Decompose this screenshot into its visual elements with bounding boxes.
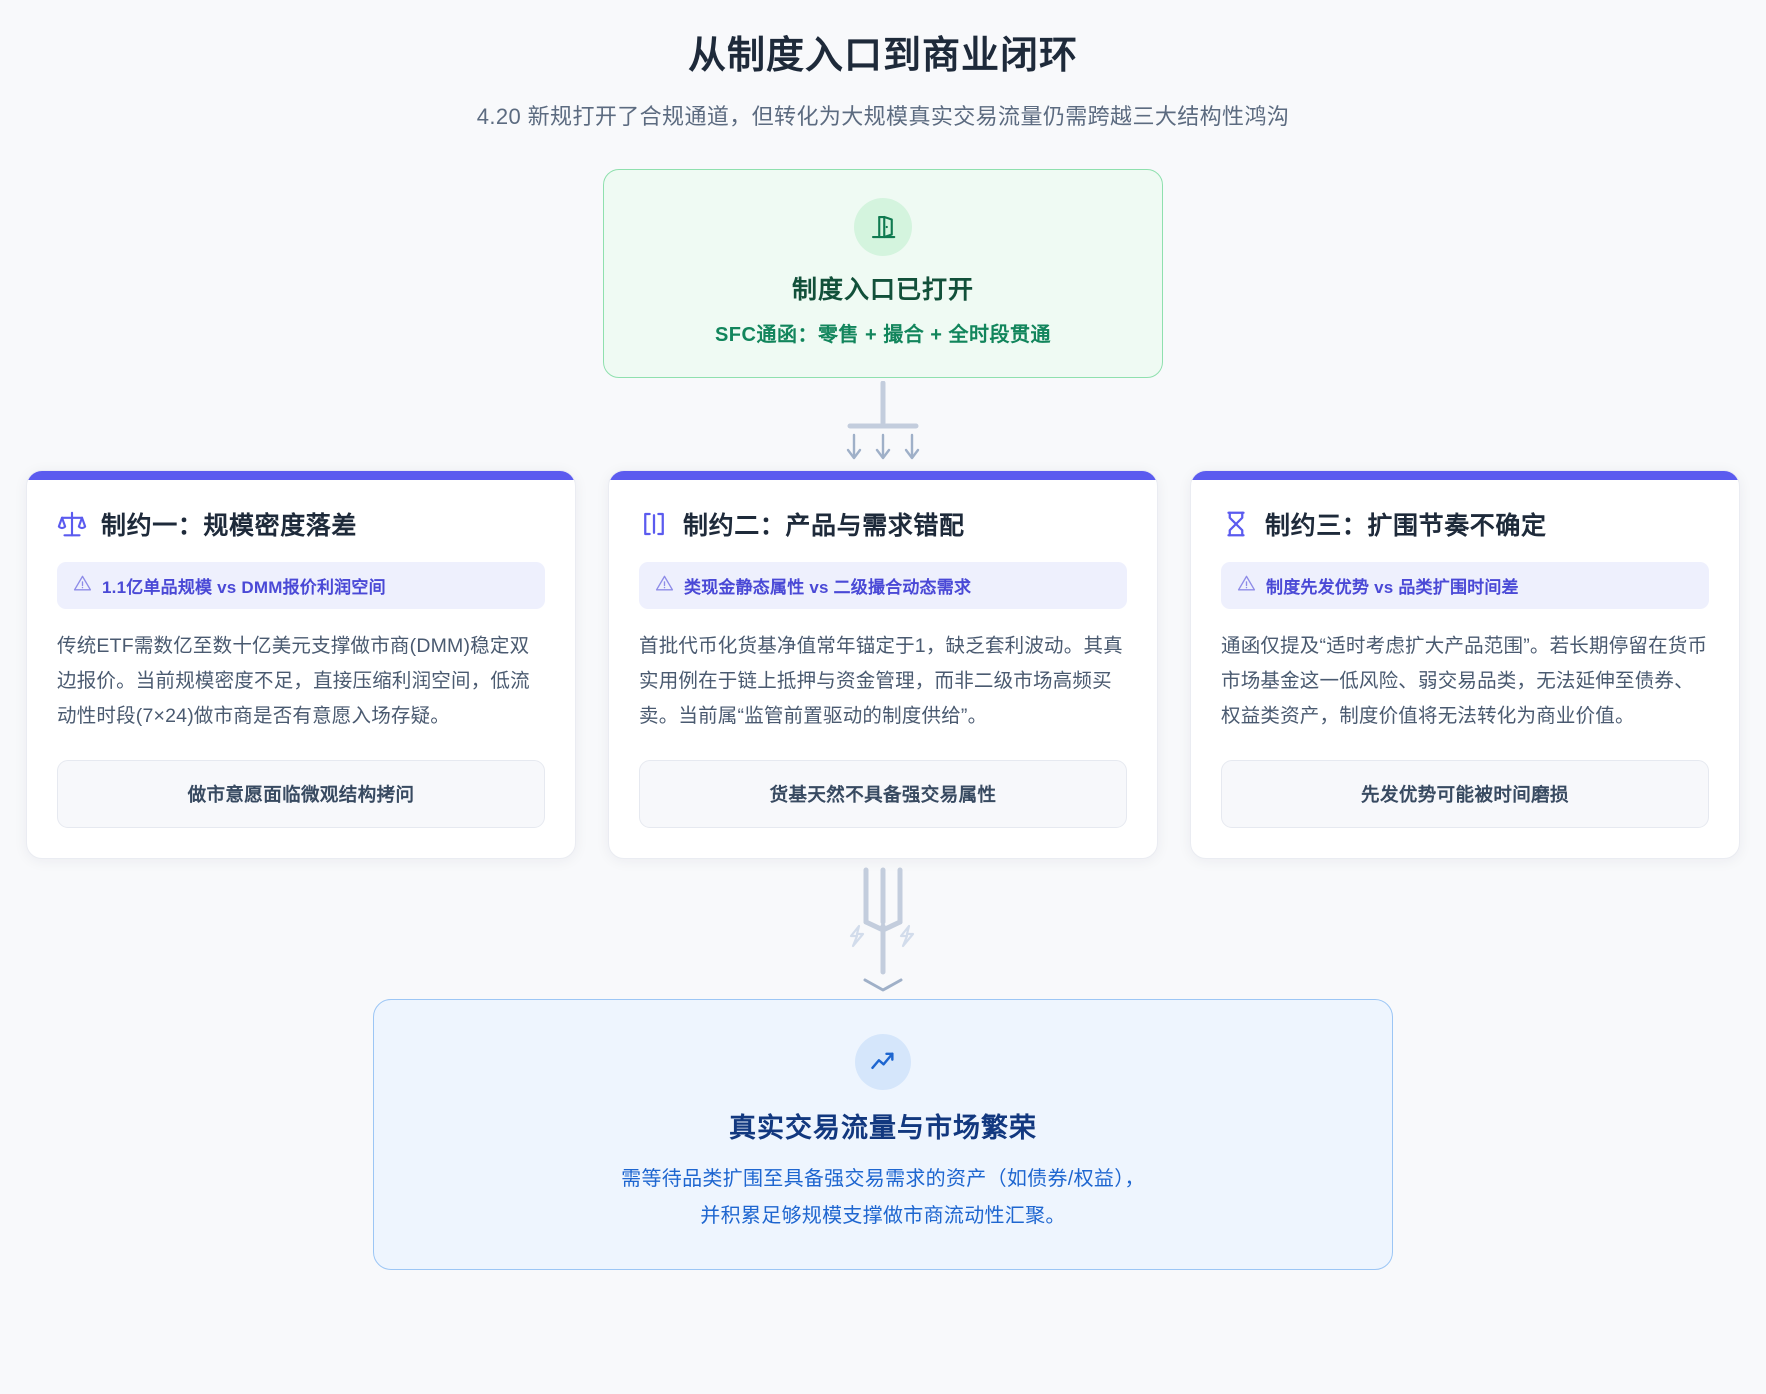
trend-up-arrow-icon [855, 1033, 911, 1090]
open-door-icon [854, 198, 912, 257]
card-badge-label: 制度先发优势 vs 品类扩围时间差 [1266, 578, 1519, 598]
entry-card: 制度入口已打开 SFC通函：零售 + 撮合 + 全时段贯通 [603, 169, 1163, 379]
warning-triangle-icon [73, 574, 92, 598]
card-header: 制约二：产品与需求错配 [639, 506, 1127, 542]
outcome-card: 真实交易流量与市场繁荣 需等待品类扩围至具备强交易需求的资产（如债券/权益）， … [373, 998, 1393, 1270]
card-header: 制约三：扩围节奏不确定 [1221, 506, 1709, 542]
three-lines-merge-down-arrow-icon [849, 867, 915, 991]
page-subtitle: 4.20 新规打开了合规通道，但转化为大规模真实交易流量仍需跨越三大结构性鸿沟 [476, 104, 1290, 130]
card-badge: 类现金静态属性 vs 二级撮合动态需求 [639, 562, 1127, 610]
card-footer-note: 货基天然不具备强交易属性 [639, 759, 1127, 828]
constraint-card-2[interactable]: 制约二：产品与需求错配 类现金静态属性 vs 二级撮合动态需求 首批代币化货基净… [608, 470, 1158, 859]
card-footer-note: 先发优势可能被时间磨损 [1221, 759, 1709, 828]
outcome-title: 真实交易流量与市场繁荣 [729, 1112, 1037, 1143]
warning-triangle-icon [1237, 574, 1256, 598]
connector-top [26, 378, 1740, 470]
card-accent-bar [609, 471, 1157, 481]
card-badge: 制度先发优势 vs 品类扩围时间差 [1221, 562, 1709, 610]
connector-bottom [26, 859, 1740, 999]
card-accent-bar [27, 471, 575, 481]
scales-balance-icon [57, 509, 87, 539]
card-badge-label: 类现金静态属性 vs 二级撮合动态需求 [684, 578, 972, 598]
code-brackets-icon [639, 509, 669, 539]
warning-triangle-icon [655, 574, 674, 598]
constraints-row: 制约一：规模密度落差 1.1亿单品规模 vs DMM报价利润空间 传统ETF需数… [26, 470, 1740, 859]
outcome-card-wrapper: 真实交易流量与市场繁荣 需等待品类扩围至具备强交易需求的资产（如债券/权益）， … [26, 998, 1740, 1270]
card-footer-note: 做市意愿面临微观结构拷问 [57, 759, 545, 828]
constraint-card-3[interactable]: 制约三：扩围节奏不确定 制度先发优势 vs 品类扩围时间差 通函仅提及“适时考虑… [1190, 470, 1740, 859]
entry-card-subtitle: SFC通函：零售 + 撮合 + 全时段贯通 [714, 324, 1052, 347]
card-title: 制约三：扩围节奏不确定 [1265, 512, 1547, 541]
card-accent-bar [1191, 471, 1739, 481]
three-down-arrows-fanout-icon [846, 381, 920, 460]
entry-card-title: 制度入口已打开 [791, 276, 974, 305]
constraint-card-1[interactable]: 制约一：规模密度落差 1.1亿单品规模 vs DMM报价利润空间 传统ETF需数… [26, 470, 576, 859]
outcome-line-2: 并积累足够规模支撑做市商流动性汇聚。 [700, 1204, 1066, 1227]
page-title: 从制度入口到商业闭环 [687, 35, 1078, 77]
card-description: 通函仅提及“适时考虑扩大产品范围”。若长期停留在货币市场基金这一低风险、弱交易品… [1221, 635, 1708, 727]
card-title: 制约二：产品与需求错配 [683, 512, 965, 541]
outcome-line-1: 需等待品类扩围至具备强交易需求的资产（如债券/权益）， [621, 1167, 1145, 1190]
card-description: 传统ETF需数亿至数十亿美元支撑做市商(DMM)稳定双边报价。当前规模密度不足，… [57, 635, 530, 727]
entry-card-wrapper: 制度入口已打开 SFC通函：零售 + 撮合 + 全时段贯通 [26, 169, 1740, 379]
header: 从制度入口到商业闭环 4.20 新规打开了合规通道，但转化为大规模真实交易流量仍… [26, 20, 1740, 131]
card-description: 首批代币化货基净值常年锚定于1，缺乏套利波动。其真实用例在于链上抵押与资金管理，… [639, 635, 1123, 727]
hourglass-icon [1221, 509, 1251, 539]
card-badge-label: 1.1亿单品规模 vs DMM报价利润空间 [102, 578, 386, 598]
card-title: 制约一：规模密度落差 [101, 512, 358, 541]
outcome-description: 需等待品类扩围至具备强交易需求的资产（如债券/权益）， 并积累足够规模支撑做市商… [404, 1161, 1362, 1235]
card-header: 制约一：规模密度落差 [57, 506, 545, 542]
card-badge: 1.1亿单品规模 vs DMM报价利润空间 [57, 562, 545, 610]
